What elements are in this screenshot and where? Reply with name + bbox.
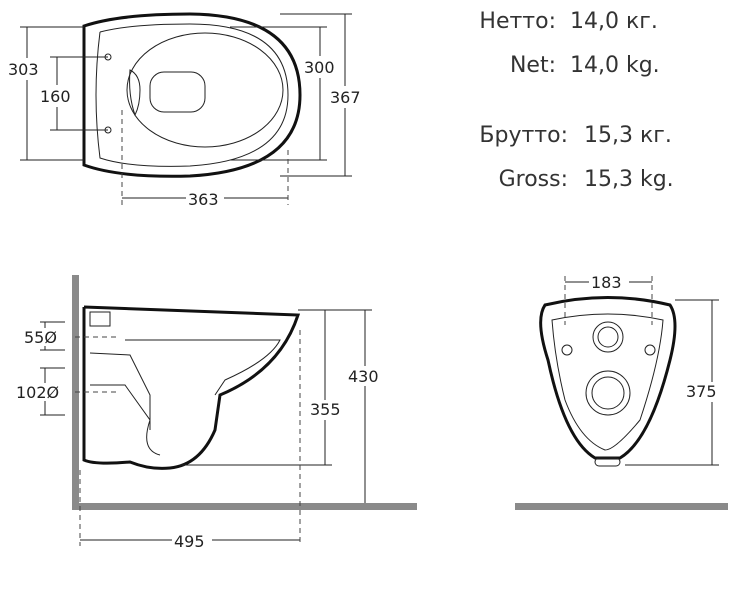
inlet-opening [592,321,624,353]
mount-hole-icon [644,344,656,356]
gross-ru-label: Брутто: [479,123,568,148]
dim-55-diameter: 55Ø [24,328,57,347]
net-ru-label: Нетто: [479,9,556,34]
net-en-value: 14,0 kg. [570,53,660,78]
dim-160: 160 [40,87,71,106]
dim-367: 367 [330,88,361,107]
gross-en-value: 15,3 kg. [584,167,674,192]
top-view: 303 160 300 367 363 [4,12,366,209]
dim-355: 355 [310,400,341,419]
back-face [551,313,664,451]
inlet-port [89,311,111,327]
mount-hole-icon [561,344,573,356]
outlet-opening [585,370,631,416]
front-view: 183 375 [515,273,732,510]
floor [72,503,417,510]
dim-363: 363 [188,190,219,209]
bowl-profile [125,339,281,396]
front-outline [539,296,677,460]
outlet-channel [90,384,161,456]
net-en-label: Net: [510,53,556,78]
side-view: 55Ø 102Ø 430 355 495 [14,275,417,551]
dim-102-diameter: 102Ø [16,383,59,402]
dim-430: 430 [348,367,379,386]
dim-183: 183 [591,273,622,292]
dim-300: 300 [304,58,335,77]
bowl-outline [126,32,284,148]
flush-inlet [129,69,141,117]
net-ru-value: 14,0 кг. [570,9,658,34]
dim-303: 303 [8,60,39,79]
side-outline [82,305,301,470]
base-foot [594,457,621,467]
inlet-channel [89,352,151,430]
gross-en-label: Gross: [499,167,568,192]
top-outline [82,12,302,178]
dim-375: 375 [686,382,717,401]
floor [515,503,728,510]
weight-specs: Нетто: 14,0 кг. Net: 14,0 kg. Брутто: 15… [479,9,673,192]
gross-ru-value: 15,3 кг. [584,123,672,148]
rim-outline [95,23,289,167]
dim-495: 495 [174,532,205,551]
seat-opening [149,71,206,113]
